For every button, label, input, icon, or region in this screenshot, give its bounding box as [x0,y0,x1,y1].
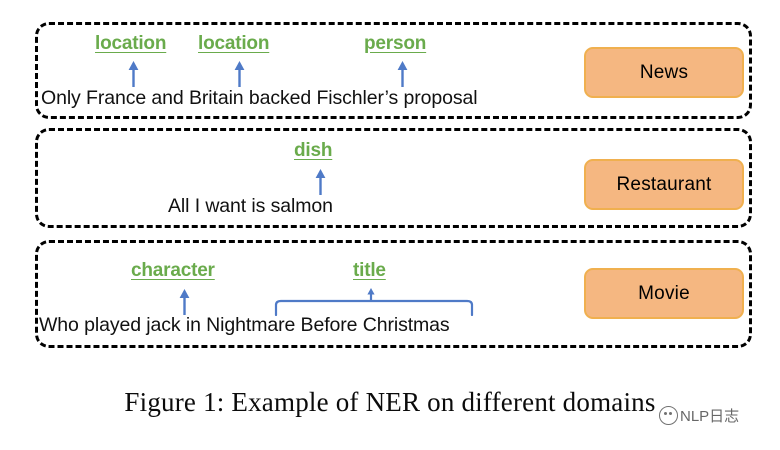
sentence-news: Only France and Britain backed Fischler’… [41,87,478,109]
example-row-news: location location person Only France and… [35,22,752,119]
wechat-account-avatar-icon [659,406,678,425]
watermark: NLP日志 [659,405,739,426]
example-row-movie: character title Who played jack in Night… [35,240,752,348]
example-row-restaurant: dish All I want is salmon Restaurant [35,128,752,228]
watermark-label: NLP日志 [680,408,740,425]
entity-label-title: title [353,260,386,281]
arrow-up-icon-location-1 [128,61,139,87]
arrow-up-icon-character [179,289,190,315]
entity-label-dish: dish [294,140,333,161]
arrow-up-icon-person [397,61,408,87]
entity-label-location-2: location [198,33,270,54]
domain-pill-movie[interactable]: Movie [584,268,744,319]
span-bracket-title [272,288,476,316]
figure-caption: Figure 1: Example of NER on different do… [124,387,656,417]
arrow-up-icon-dish [315,169,326,195]
arrow-up-icon-location-2 [234,61,245,87]
domain-pill-restaurant[interactable]: Restaurant [584,159,744,210]
entity-label-person: person [364,33,427,54]
sentence-restaurant: All I want is salmon [168,195,333,217]
domain-pill-label-restaurant: Restaurant [616,173,712,195]
domain-pill-news[interactable]: News [584,47,744,98]
entity-label-location-1: location [95,33,167,54]
sentence-movie: Who played jack in Nightmare Before Chri… [39,314,450,336]
entity-label-character: character [131,260,215,281]
domain-pill-label-movie: Movie [638,282,690,304]
domain-pill-label-news: News [639,61,689,83]
